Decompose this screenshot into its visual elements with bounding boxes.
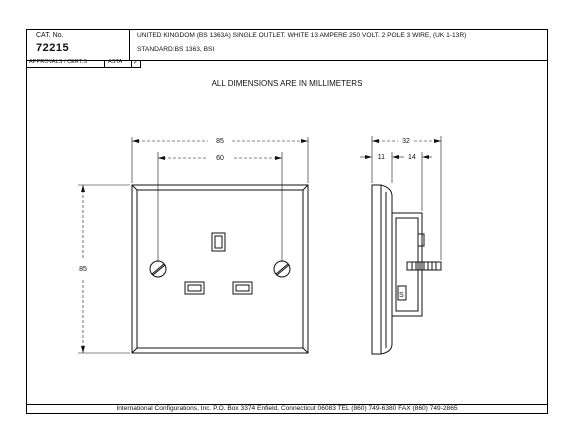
standard-text: STANDARD:BS 1363, BSI bbox=[137, 46, 215, 53]
side-view: S bbox=[371, 184, 442, 355]
left-screw bbox=[149, 260, 167, 278]
plate-thickness-label: 11 bbox=[378, 154, 385, 161]
width-label: 85 bbox=[216, 138, 224, 145]
earth-slot-inner bbox=[214, 235, 223, 249]
approvals-divider bbox=[104, 60, 105, 67]
faceplate-inner bbox=[136, 189, 304, 349]
faceplate-outer bbox=[131, 184, 309, 354]
live-slot-inner bbox=[187, 284, 202, 292]
depth-label: 32 bbox=[402, 138, 410, 145]
svg-text:S: S bbox=[399, 292, 404, 299]
neutral-slot-inner bbox=[235, 284, 250, 292]
catalog-label: CAT. No. bbox=[36, 32, 64, 39]
height-label: 85 bbox=[79, 266, 87, 273]
catalog-number: 72215 bbox=[36, 42, 70, 54]
approvals-row: APPROVALS / CERT.S ASTA ✓ bbox=[27, 59, 141, 68]
product-description: UNITED KINGDOM (BS 1363A) SINGLE OUTLET.… bbox=[137, 32, 467, 39]
catalog-box: CAT. No. 72215 bbox=[27, 30, 130, 60]
body-depth-label: 14 bbox=[408, 154, 416, 161]
neutral-slot bbox=[232, 281, 253, 295]
side-dimension-arrows bbox=[365, 139, 441, 159]
right-screw bbox=[273, 260, 291, 278]
drawing-sheet: CAT. No. 72215 UNITED KINGDOM (BS 1363A)… bbox=[26, 29, 548, 414]
width-dimension bbox=[78, 137, 309, 354]
dimensions-note: ALL DIMENSIONS ARE IN MILLIMETERS bbox=[211, 79, 363, 88]
approvals-label: APPROVALS / CERT.S bbox=[29, 59, 87, 65]
screw-spacing-label: 60 bbox=[216, 155, 224, 162]
asta-label: ASTA bbox=[108, 59, 123, 65]
footer-divider bbox=[27, 404, 547, 405]
live-slot bbox=[184, 281, 205, 295]
check-icon: ✓ bbox=[131, 60, 139, 67]
dimension-arrows bbox=[81, 139, 308, 353]
earth-slot bbox=[211, 232, 226, 252]
title-block: CAT. No. 72215 UNITED KINGDOM (BS 1363A)… bbox=[27, 30, 547, 61]
company-footer: International Configurations, Inc. P.O. … bbox=[116, 405, 458, 412]
